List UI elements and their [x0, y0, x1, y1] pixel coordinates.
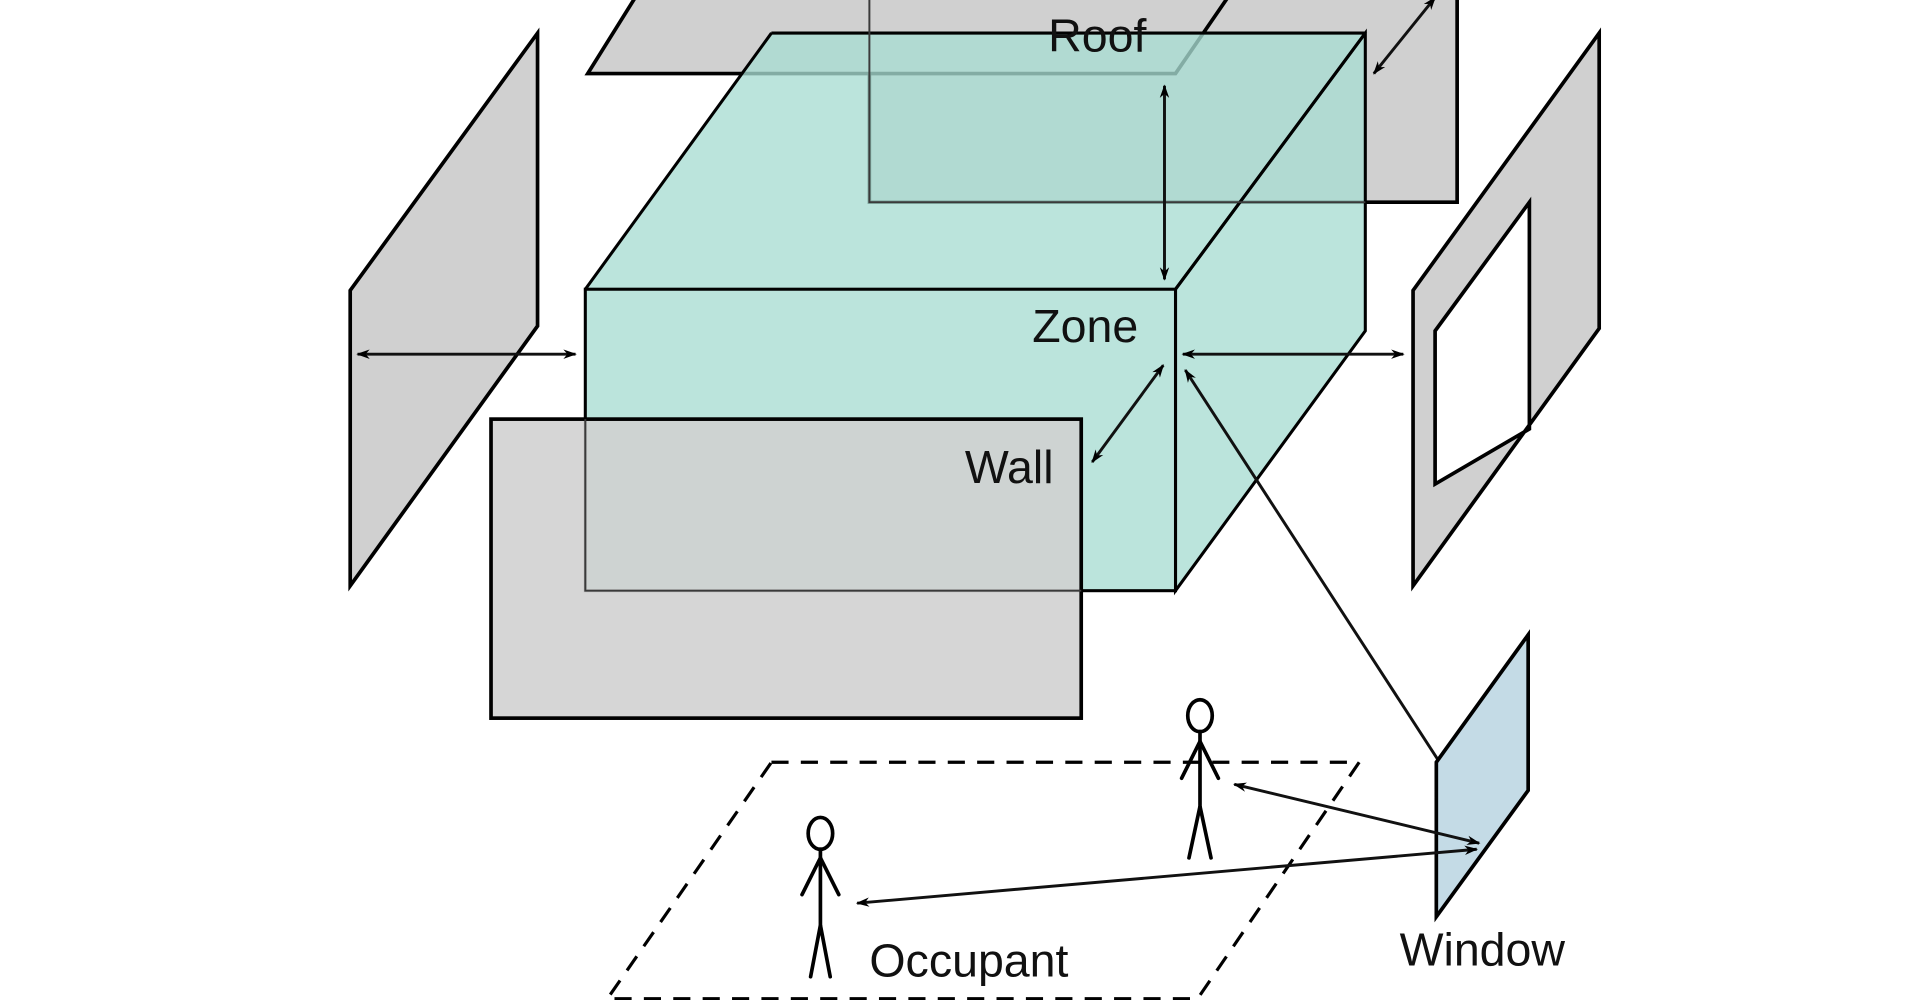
frontwall-zone-arrow [1091, 364, 1165, 464]
occupant-1-arms [800, 853, 841, 897]
zone-back-left-edge [584, 32, 773, 291]
front-wall-panel [489, 417, 1084, 720]
roof-label: Roof [1048, 9, 1146, 61]
zone-hidden-edge-through-wall [584, 419, 1082, 592]
floor-area-dashed [604, 760, 1363, 1000]
back-wall-hidden-edge [868, 0, 1366, 204]
window-zone-arrow [1184, 368, 1486, 833]
occupant-1-legs [808, 924, 833, 979]
left-wall-panel [348, 27, 540, 592]
window-occupant1-arrow [855, 845, 1479, 907]
occupant-2-arms [1179, 737, 1221, 781]
occupant-1-head [806, 815, 835, 852]
zone-top-edge [1174, 32, 1367, 291]
window-occupant2-arrow [1232, 782, 1481, 845]
backwall-zone-arrow [1372, 0, 1436, 75]
occupant-2-legs [1187, 805, 1213, 860]
occupant-label: Occupant [869, 935, 1068, 987]
window-panel [1434, 629, 1530, 923]
window-label: Window [1400, 924, 1566, 976]
occupant-figure-2 [1179, 697, 1221, 860]
wall-label: Wall [965, 441, 1054, 493]
occupant-figure-1 [800, 815, 841, 979]
zone-label: Zone [1032, 300, 1138, 352]
occupant-2-head [1185, 697, 1215, 734]
